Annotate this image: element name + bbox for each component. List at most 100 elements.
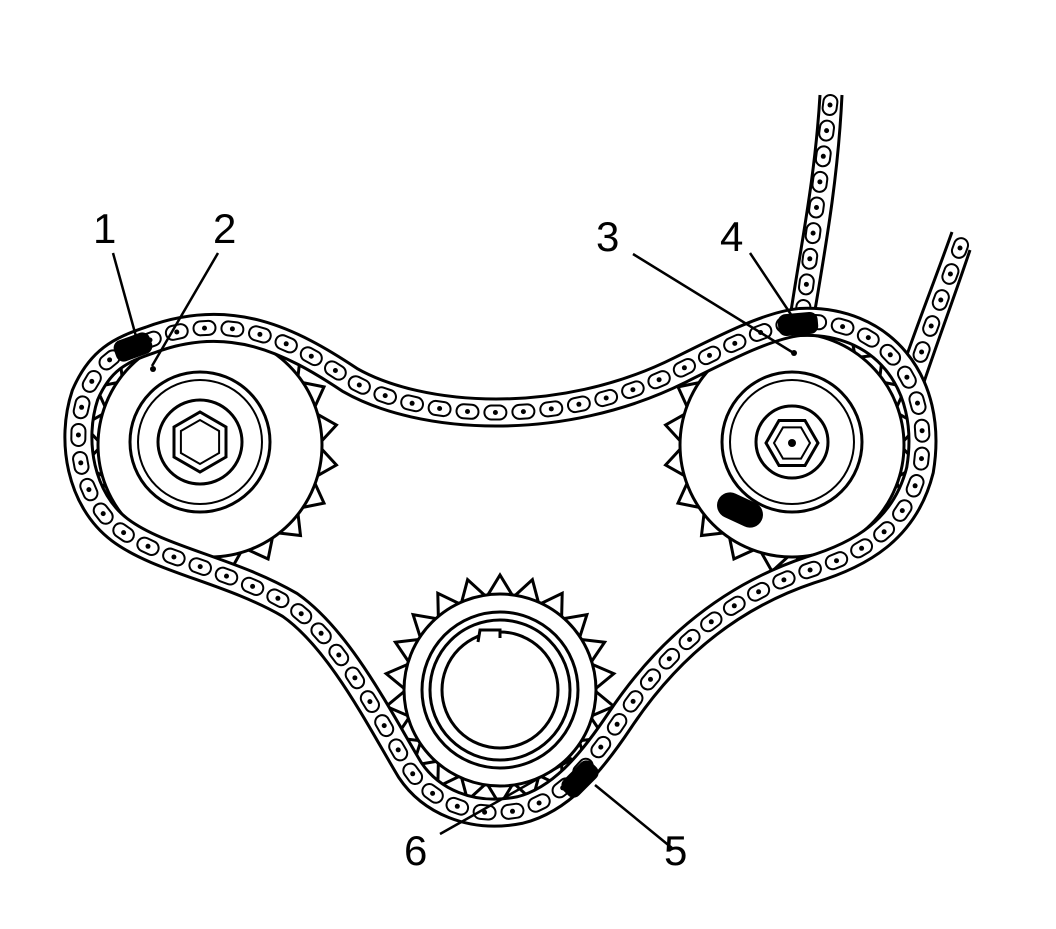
chain-pin (807, 256, 813, 262)
callout-3: 3 (596, 213, 619, 260)
chain-pin (957, 245, 963, 251)
chain-pin (536, 800, 542, 806)
chain-pin (510, 808, 515, 814)
chain-pin (430, 790, 436, 796)
chain-pin (603, 395, 609, 401)
chain-pin (548, 406, 554, 412)
chain-pin (409, 400, 415, 406)
chain-pin (89, 378, 95, 384)
crankshaft-sprocket (383, 572, 617, 808)
chain-pin (257, 331, 263, 337)
callout-labels: 1 2 3 4 5 6 (93, 205, 743, 874)
chain-pin (807, 567, 813, 573)
chain-pin (576, 401, 582, 407)
chain-pin (79, 404, 85, 410)
timing-chain (71, 314, 930, 820)
chain-pin (598, 744, 604, 750)
dowel-pin-icon (717, 492, 763, 528)
callout-1: 1 (93, 205, 116, 252)
chain-pin (224, 573, 229, 579)
chain-pin (336, 652, 342, 658)
lower-chain-timing-link (561, 760, 599, 798)
chain-pin (174, 329, 180, 335)
chain-pin (731, 603, 737, 609)
chain-pin (814, 205, 819, 210)
chain-pin (86, 487, 92, 493)
chain-pin (352, 675, 358, 681)
chain-pin (381, 723, 387, 729)
chain-pin (332, 368, 338, 373)
left-chain-timing-link (113, 332, 153, 362)
callout-leaders (111, 252, 798, 849)
chain-pin (410, 771, 416, 777)
callout-5: 5 (664, 827, 687, 874)
chain-pin (899, 508, 905, 514)
chain-pin (919, 349, 925, 355)
chain-pin (275, 595, 281, 601)
chain-pin (202, 325, 207, 331)
chain-pin (803, 281, 809, 287)
chain-pin (827, 102, 833, 108)
chain-pin (904, 374, 910, 380)
chain-pin (732, 340, 738, 346)
chain-pin (824, 128, 830, 134)
chain-pin (250, 583, 256, 589)
chain-pin (367, 699, 373, 705)
chain-pin (834, 558, 839, 564)
chain-pin (919, 428, 925, 434)
chain-pin (656, 377, 662, 383)
chain-pin (912, 483, 918, 489)
chain-pin (229, 326, 235, 332)
chain-pin (707, 352, 712, 358)
chain-pin (100, 511, 106, 517)
chain-pin (810, 230, 816, 236)
chain-pin (881, 529, 887, 535)
chain-pin (781, 577, 787, 583)
chain-pin (840, 324, 846, 330)
chain-pin (283, 341, 289, 347)
upper-chain-strand-1 (788, 94, 844, 323)
chain-pin (887, 352, 893, 358)
chain-pin (817, 179, 823, 185)
callout-2: 2 (213, 205, 236, 252)
chain-pin (928, 323, 934, 329)
chain-pin (947, 271, 953, 277)
chain-pin (915, 400, 920, 406)
chain-pin (454, 803, 460, 809)
chain-pin (121, 530, 127, 536)
chain-pin (630, 698, 636, 704)
chain-pin (492, 410, 498, 415)
chain-pin (437, 406, 443, 411)
right-sprocket-timing-mark (791, 350, 797, 356)
callout-6: 6 (404, 827, 427, 874)
chain-pin (681, 365, 687, 371)
keyed-bore-icon (476, 628, 502, 643)
chain-pin (395, 747, 401, 753)
chain-pin (107, 357, 113, 363)
chain-pin (756, 589, 762, 595)
left-sprocket-timing-mark (150, 366, 156, 372)
chain-pin (197, 564, 203, 570)
chain-pin (614, 721, 620, 727)
callout-4: 4 (720, 213, 743, 260)
chain-pin (820, 153, 826, 159)
chain-pin (859, 545, 865, 551)
chain-pin (482, 809, 488, 815)
chain-pin (648, 676, 653, 682)
chain-pin (145, 543, 151, 549)
chain-pin (938, 297, 944, 303)
chain-pin (308, 353, 314, 359)
chain-pin (666, 656, 672, 662)
chain-pin (465, 409, 470, 414)
chain-pin (919, 456, 924, 462)
left-camshaft-sprocket (81, 316, 339, 574)
chain-pin (687, 637, 693, 642)
chain-pin (78, 460, 84, 466)
chain-pin (382, 393, 388, 399)
chain-pin (356, 382, 362, 388)
chain-pin (865, 335, 871, 341)
chain-pin (298, 611, 304, 617)
right-chain-timing-link (777, 311, 819, 337)
chain-pin (75, 432, 81, 438)
